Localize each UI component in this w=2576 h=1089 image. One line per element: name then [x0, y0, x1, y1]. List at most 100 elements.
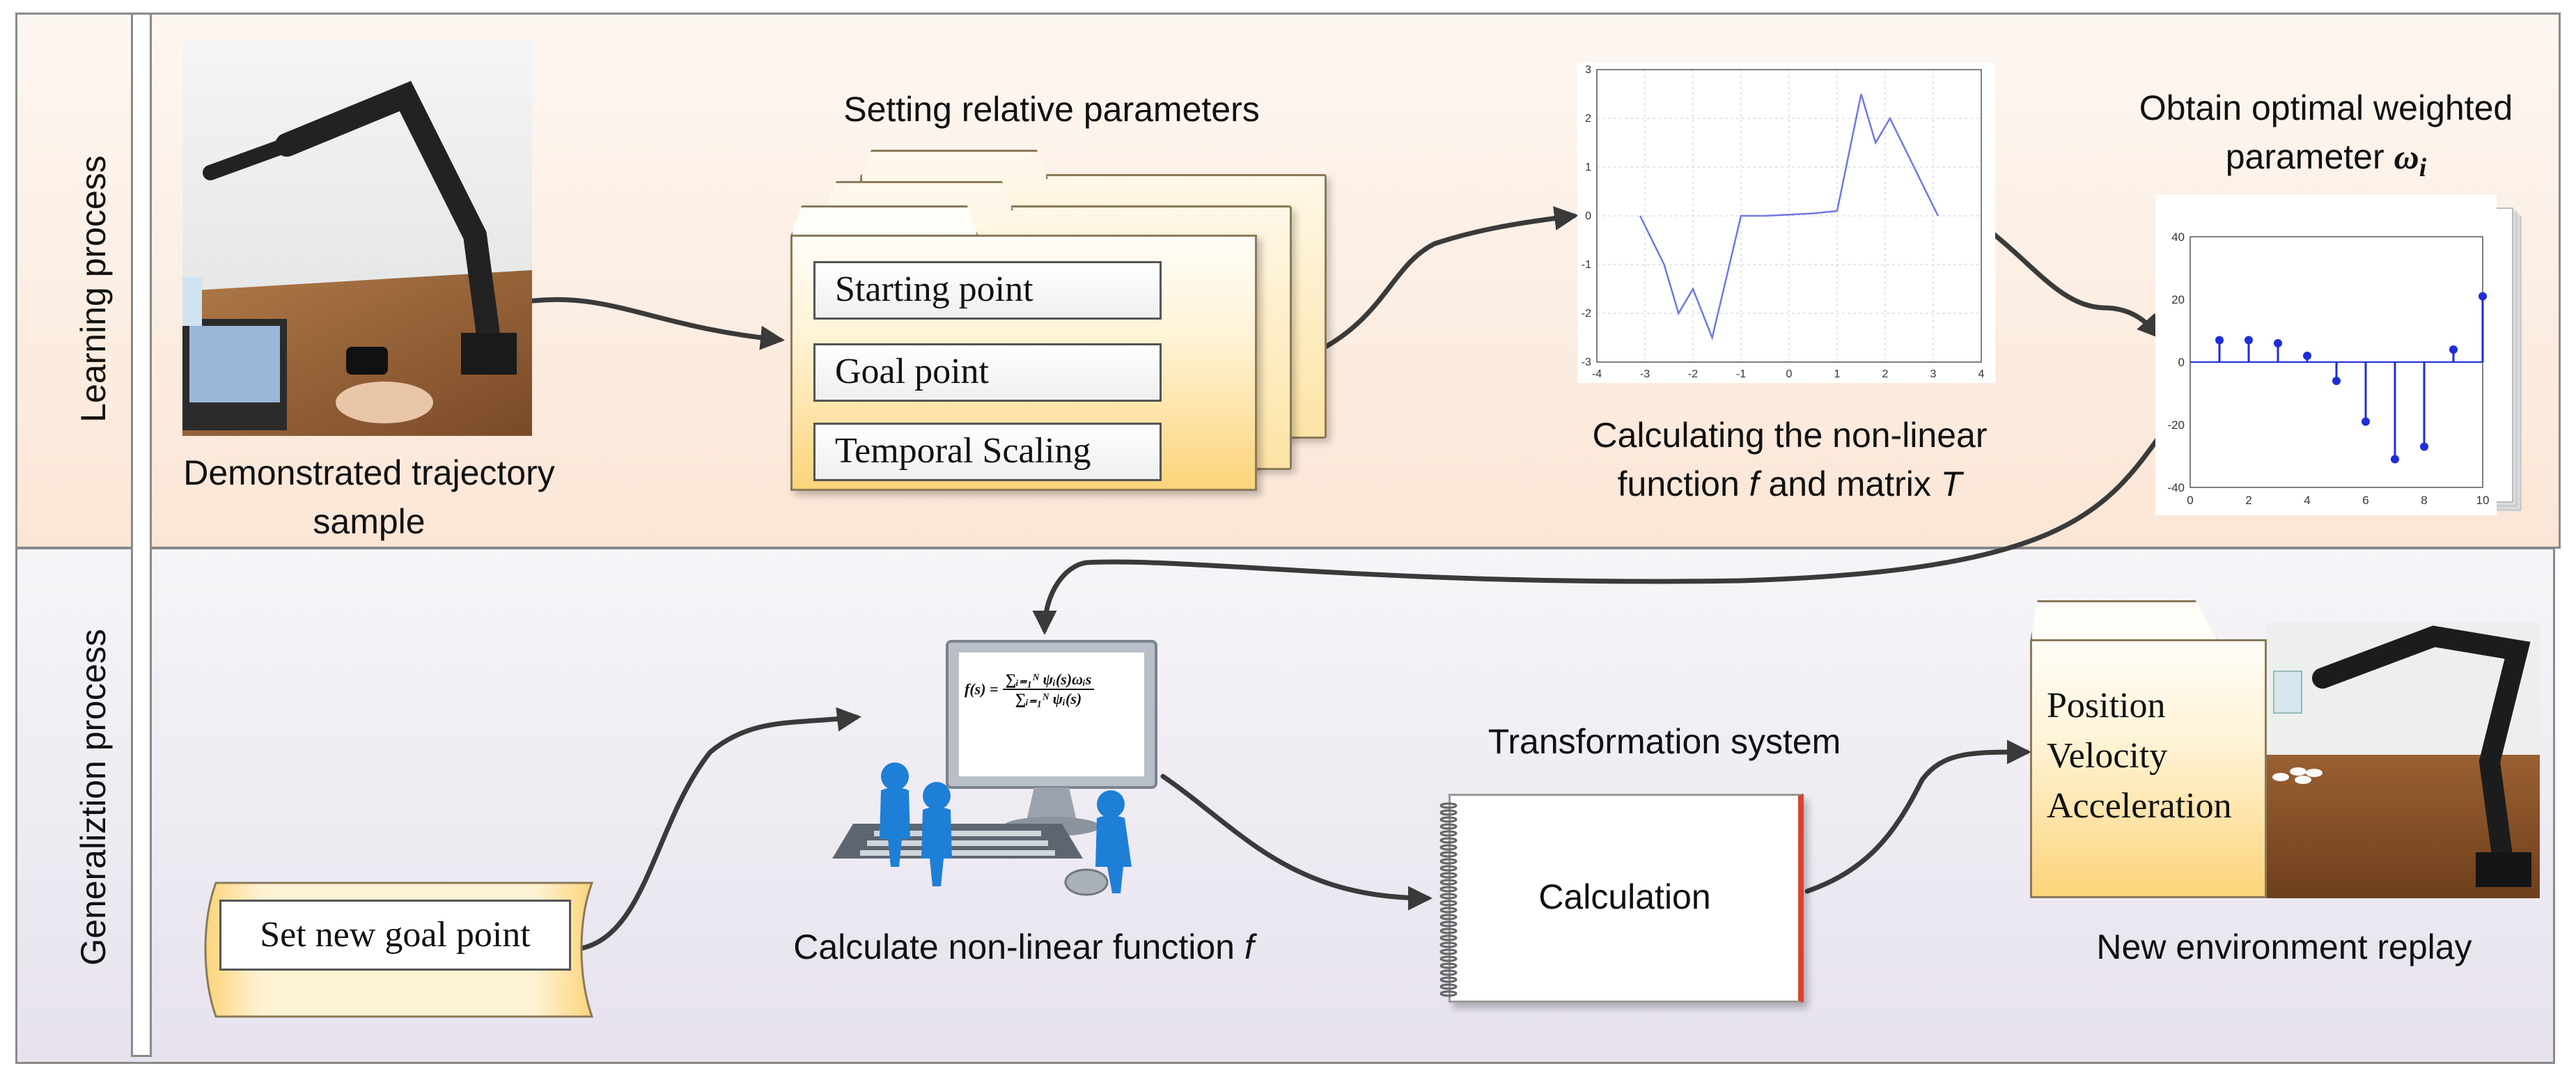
function-caption-f: f	[1749, 464, 1759, 503]
param-starting-point: Starting point	[813, 261, 1162, 320]
stem-marker	[2362, 417, 2370, 426]
calc-caption-f: f	[1244, 927, 1254, 966]
spiral-ring	[1439, 969, 1458, 976]
stem-marker	[2449, 345, 2458, 354]
x-tick-label: -2	[1688, 368, 1698, 380]
goal-scroll: Set new goal point	[195, 879, 602, 1021]
x-tick-label: 8	[2421, 494, 2427, 507]
params-folder-stack: Starting point Goal point Temporal Scali…	[790, 150, 1327, 491]
weights-subscript: i	[2419, 153, 2427, 182]
weights-title-line1: Obtain optimal weighted	[2139, 88, 2513, 127]
y-tick-label: 2	[1585, 113, 1591, 125]
spiral-ring	[1439, 955, 1458, 962]
weights-title-line2: parameter ωi	[2089, 132, 2563, 192]
x-tick-label: -4	[1592, 368, 1602, 380]
spiral-ring	[1439, 809, 1458, 816]
stem-marker	[2303, 352, 2311, 360]
computer-illustration: f(s) = ∑ᵢ₌₁ᴺ ψᵢ(s)ωᵢs ∑ᵢ₌₁ᴺ ψᵢ(s)	[832, 637, 1180, 909]
calc-caption-pre: Calculate non-linear function	[793, 927, 1244, 966]
demo-caption-line1: Demonstrated trajectory	[183, 453, 555, 492]
weights-title-pre: parameter	[2225, 137, 2394, 176]
spiral-ring	[1439, 941, 1458, 948]
spiral-ring	[1439, 816, 1458, 823]
y-tick-label: 40	[2171, 230, 2185, 244]
spiral-ring	[1439, 802, 1458, 809]
y-tick-label: -20	[2167, 418, 2185, 432]
y-tick-label: 0	[2178, 356, 2185, 369]
band-divider	[131, 13, 152, 1057]
y-tick-label: 3	[1585, 64, 1591, 76]
computer-users-image	[832, 640, 1157, 896]
x-tick-label: 10	[2476, 494, 2490, 507]
y-tick-label: -1	[1582, 259, 1591, 271]
y-tick-label: 20	[2171, 293, 2185, 306]
x-tick-label: 0	[2187, 494, 2193, 507]
replay-caption: New environment replay	[2096, 927, 2472, 966]
spiral-ring	[1439, 907, 1458, 914]
function-caption-line2: function f and matrix T	[1532, 460, 2047, 508]
replay-acceleration: Acceleration	[2047, 786, 2232, 826]
param-goal-point: Goal point	[813, 343, 1162, 402]
function-caption-mid: and matrix	[1758, 464, 1941, 503]
arrow-transform-to-replay	[1804, 739, 2031, 894]
spiral-ring	[1439, 900, 1458, 907]
y-tick-label: -3	[1582, 357, 1591, 368]
x-tick-label: -3	[1640, 368, 1650, 380]
spiral-ring	[1439, 948, 1458, 955]
x-tick-label: 1	[1834, 368, 1841, 380]
spiral-ring	[1439, 927, 1458, 934]
stem-marker	[2332, 377, 2341, 385]
spiral-ring	[1439, 872, 1458, 879]
monitor-formula: f(s) = ∑ᵢ₌₁ᴺ ψᵢ(s)ωᵢs ∑ᵢ₌₁ᴺ ψᵢ(s)	[965, 671, 1139, 708]
replay-folder-tab	[2030, 600, 2218, 642]
spiral-ring	[1439, 920, 1458, 927]
spiral-ring	[1439, 844, 1458, 851]
params-title: Setting relative parameters	[843, 90, 1260, 129]
replay-panel: Position Velocity Acceleration	[2030, 600, 2542, 900]
spiral-ring	[1439, 914, 1458, 920]
x-tick-label: 0	[1786, 368, 1793, 380]
spiral-ring	[1439, 983, 1458, 990]
stem-marker	[2274, 339, 2282, 347]
function-caption-pre: function	[1617, 464, 1749, 503]
goal-box: Set new goal point	[219, 900, 571, 971]
folder-tab-front	[790, 205, 978, 237]
stem-marker	[2391, 455, 2399, 464]
arrow-goal-to-computer	[579, 707, 861, 951]
replay-list: Position Velocity Acceleration	[2047, 681, 2232, 831]
spiral-ring	[1439, 830, 1458, 837]
spiral-ring	[1439, 837, 1458, 844]
transform-title: Transformation system	[1488, 722, 1841, 761]
robot-arm-scene-image	[182, 40, 532, 436]
spiral-ring	[1439, 990, 1458, 997]
arrow-computer-to-transform	[1160, 774, 1433, 911]
x-tick-label: -1	[1736, 368, 1746, 380]
plot-frame	[1596, 69, 1982, 363]
function-caption-T: T	[1940, 464, 1962, 503]
x-tick-label: 2	[1882, 368, 1889, 380]
y-tick-label: 0	[1585, 210, 1591, 222]
stem-marker	[2479, 292, 2487, 301]
x-tick-label: 4	[2304, 494, 2310, 507]
replay-photo	[2267, 622, 2540, 898]
spiral-ring	[1439, 823, 1458, 830]
arrow-weights-to-computer	[1032, 434, 2162, 635]
arrow-demo-to-params	[530, 297, 785, 350]
y-tick-label: 1	[1585, 162, 1591, 173]
x-tick-label: 6	[2362, 494, 2368, 507]
spiral-ring	[1439, 865, 1458, 872]
demo-photo	[182, 40, 532, 436]
weights-symbol: ω	[2394, 137, 2419, 176]
folder-tab-2	[860, 150, 1048, 179]
function-caption-line1: Calculating the non-linear	[1592, 416, 1988, 455]
spiral-ring	[1439, 893, 1458, 900]
y-tick-label: -40	[2167, 481, 2185, 494]
transform-notebook: Calculation	[1439, 794, 1804, 1003]
series-line	[1639, 93, 1939, 341]
spiral-ring	[1439, 851, 1458, 858]
x-tick-label: 3	[1930, 368, 1937, 380]
spiral-ring	[1439, 879, 1458, 886]
